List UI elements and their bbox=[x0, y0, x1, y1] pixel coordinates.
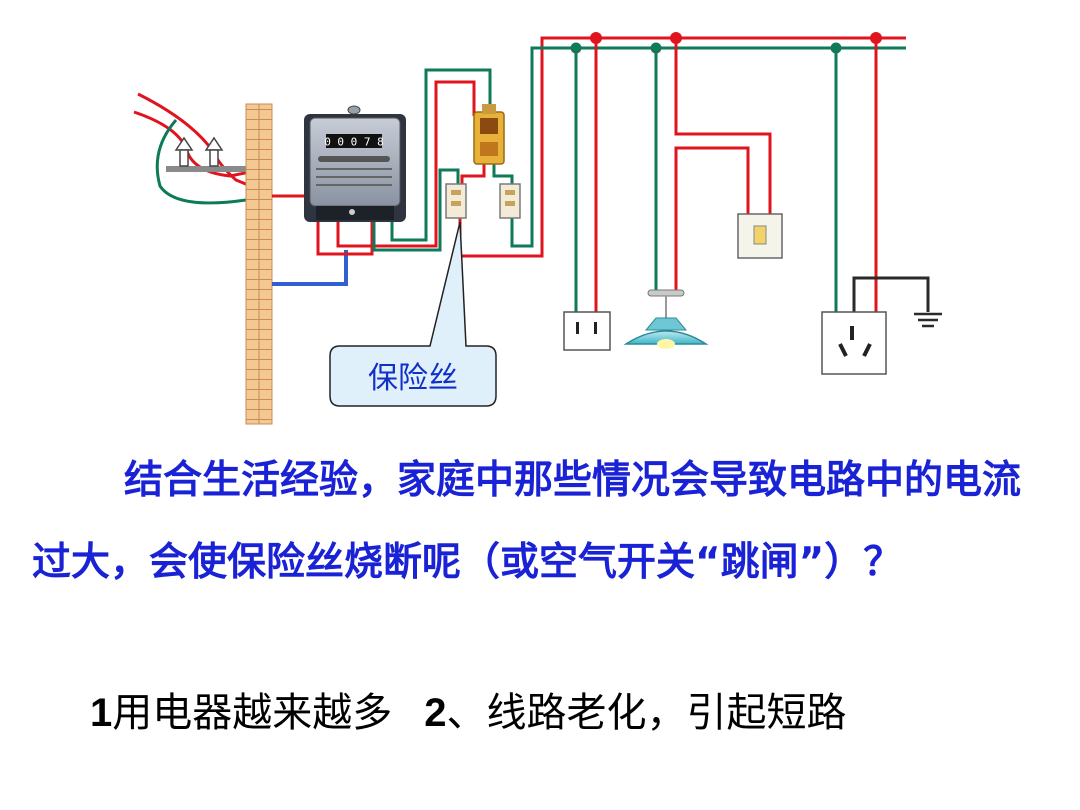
fuse-right bbox=[499, 183, 521, 219]
insulators bbox=[166, 136, 246, 172]
household-circuit-diagram: 0 0 0 7 8 bbox=[133, 32, 942, 425]
question-body: 结合生活经验，家庭中那些情况会导致电路中的电流过大，会使保险丝烧断呢（或空气开关… bbox=[32, 458, 1022, 585]
answer-line: 1用电器越来越多 2、线路老化，引起短路 bbox=[90, 680, 847, 738]
ground-symbol bbox=[914, 312, 942, 328]
junction-dots bbox=[570, 32, 882, 54]
answer-1-number: 1 bbox=[90, 691, 113, 735]
meter-reading: 0 0 0 7 8 bbox=[324, 136, 384, 149]
answer-2-number: 2 bbox=[424, 691, 447, 735]
main-switch bbox=[473, 104, 505, 165]
ceiling-lamp bbox=[623, 289, 709, 349]
answer-1-text: 用电器越来越多 bbox=[112, 690, 393, 736]
fuse-callout bbox=[329, 221, 497, 407]
question-text: 结合生活经验，家庭中那些情况会导致电路中的电流过大，会使保险丝烧断呢（或空气开关… bbox=[32, 440, 1052, 604]
light-switch bbox=[737, 213, 783, 259]
answer-2-text: 、线路老化，引起短路 bbox=[446, 690, 847, 736]
two-pin-outlet bbox=[563, 311, 611, 351]
fuse-left bbox=[445, 183, 467, 219]
fuse-label: 保险丝 bbox=[368, 361, 458, 396]
meter-output-wires bbox=[316, 36, 906, 258]
electricity-meter: 0 0 0 7 8 bbox=[304, 105, 406, 222]
branch-wires bbox=[574, 38, 930, 316]
three-pin-outlet bbox=[821, 311, 887, 375]
brick-wall bbox=[245, 103, 273, 425]
